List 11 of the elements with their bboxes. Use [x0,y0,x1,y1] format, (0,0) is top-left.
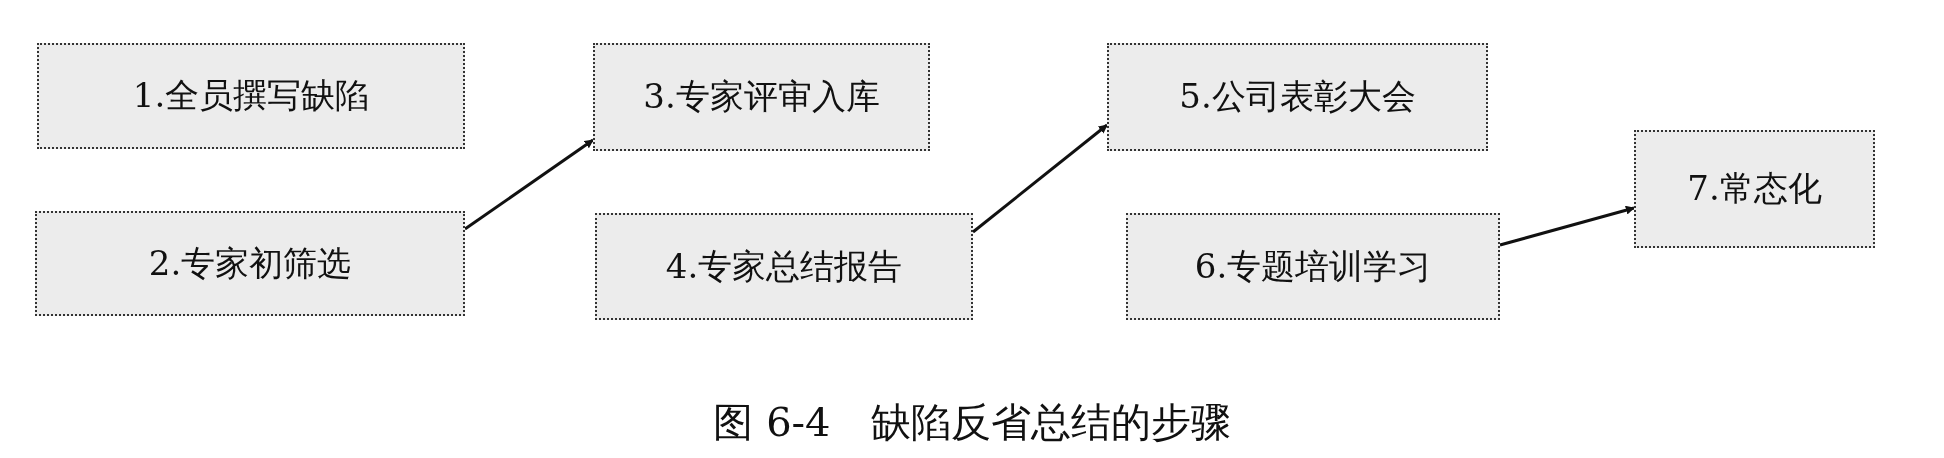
step-box: 1.全员撰写缺陷 [37,43,465,149]
arrow [1499,205,1635,247]
step-box: 5.公司表彰大会 [1107,43,1488,151]
step-box: 4.专家总结报告 [595,213,973,320]
arrow [464,138,594,231]
step-box: 2.专家初筛选 [35,211,465,316]
step-box: 7.常态化 [1634,130,1875,248]
step-box: 6.专题培训学习 [1126,213,1500,320]
step-box: 3.专家评审入库 [593,43,930,151]
figure-caption: 图 6-4 缺陷反省总结的步骤 [712,398,1232,447]
arrow [972,123,1108,234]
